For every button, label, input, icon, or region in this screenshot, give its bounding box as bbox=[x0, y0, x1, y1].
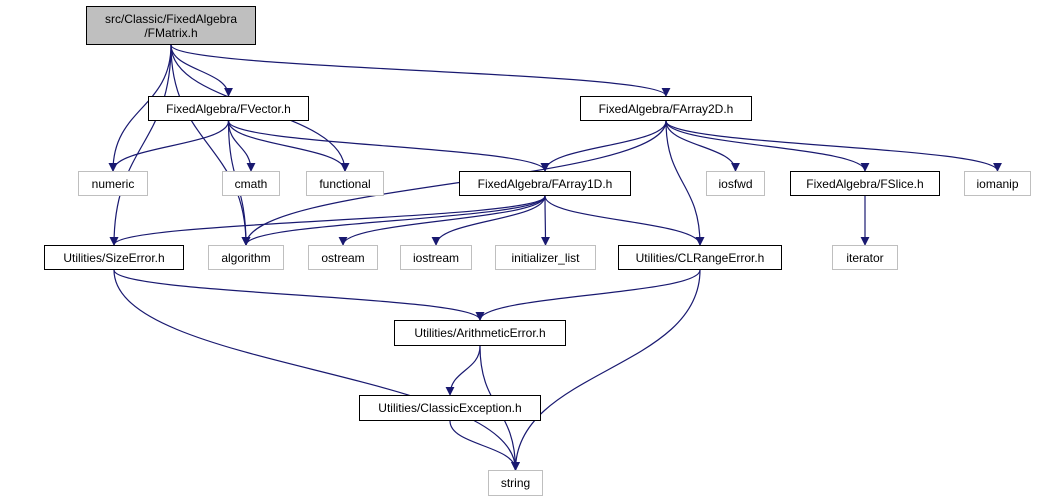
node-sizeerror-h[interactable]: Utilities/SizeError.h bbox=[44, 245, 184, 270]
edge-farray1d-to-iostream bbox=[431, 195, 546, 246]
edge-arithmeticerror-to-classicexception bbox=[445, 345, 481, 396]
node-fvector-h-label: FixedAlgebra/FVector.h bbox=[166, 101, 291, 116]
edge-farray1d-to-clrangeerror bbox=[544, 195, 705, 246]
node-fmatrix-h-label-line1: src/Classic/FixedAlgebra bbox=[104, 11, 238, 26]
node-fslice-h[interactable]: FixedAlgebra/FSlice.h bbox=[790, 171, 940, 196]
node-algorithm: algorithm bbox=[208, 245, 284, 270]
edge-fvector-to-farray1d bbox=[227, 120, 550, 172]
edge-farray1d-to-sizeerror bbox=[109, 195, 546, 246]
node-farray1d-h-label: FixedAlgebra/FArray1D.h bbox=[477, 176, 613, 191]
edge-sizeerror-to-string bbox=[113, 269, 520, 471]
node-arithmeticerror-h[interactable]: Utilities/ArithmeticError.h bbox=[394, 320, 566, 346]
node-ostream-label: ostream bbox=[321, 250, 365, 265]
edge-farray2d-to-clrangeerror bbox=[665, 120, 705, 246]
node-farray2d-h-label: FixedAlgebra/FArray2D.h bbox=[598, 101, 734, 116]
edge-farray1d-to-ostream bbox=[338, 195, 546, 246]
node-functional: functional bbox=[306, 171, 384, 196]
edge-farray2d-to-algorithm bbox=[241, 120, 667, 246]
edge-farray2d-to-iomanip bbox=[665, 120, 1002, 172]
edge-classicexception-to-string bbox=[449, 420, 520, 471]
node-functional-label: functional bbox=[319, 176, 371, 191]
node-clrangeerror-h[interactable]: Utilities/CLRangeError.h bbox=[618, 245, 782, 270]
node-fvector-h[interactable]: FixedAlgebra/FVector.h bbox=[148, 96, 309, 121]
edge-fvector-to-numeric bbox=[108, 120, 230, 172]
edge-clrangeerror-to-arithmeticerror bbox=[475, 269, 701, 321]
edge-fmatrix-to-farray2d bbox=[170, 44, 671, 97]
edge-farray2d-to-farray1d bbox=[540, 120, 667, 172]
node-fmatrix-h-label-line2: /FMatrix.h bbox=[144, 25, 198, 40]
node-iostream-label: iostream bbox=[412, 250, 459, 265]
node-sizeerror-h-label: Utilities/SizeError.h bbox=[63, 250, 165, 265]
node-iosfwd-label: iosfwd bbox=[718, 176, 753, 191]
edge-farray2d-to-fslice bbox=[665, 120, 870, 172]
edge-farray1d-to-algorithm bbox=[241, 195, 546, 246]
node-farray1d-h[interactable]: FixedAlgebra/FArray1D.h bbox=[459, 171, 631, 196]
node-initializer-list: initializer_list bbox=[495, 245, 596, 270]
node-fmatrix-h: src/Classic/FixedAlgebra /FMatrix.h bbox=[86, 6, 256, 45]
node-initializer-list-label: initializer_list bbox=[511, 250, 580, 265]
node-cmath-label: cmath bbox=[234, 176, 268, 191]
node-farray2d-h[interactable]: FixedAlgebra/FArray2D.h bbox=[580, 96, 752, 121]
edge-sizeerror-to-arithmeticerror bbox=[113, 269, 485, 321]
node-fslice-h-label: FixedAlgebra/FSlice.h bbox=[806, 176, 924, 191]
node-iosfwd: iosfwd bbox=[706, 171, 765, 196]
edge-clrangeerror-to-string bbox=[511, 269, 701, 471]
node-string-label: string bbox=[500, 476, 531, 490]
edge-farray2d-to-iosfwd bbox=[665, 120, 740, 172]
node-iomanip: iomanip bbox=[964, 171, 1031, 196]
node-iterator: iterator bbox=[832, 245, 898, 270]
edge-fmatrix-to-numeric bbox=[108, 44, 172, 172]
node-iostream: iostream bbox=[400, 245, 472, 270]
node-iterator-label: iterator bbox=[846, 250, 884, 265]
node-numeric: numeric bbox=[78, 171, 148, 196]
node-string: string bbox=[488, 470, 543, 496]
node-clrangeerror-h-label: Utilities/CLRangeError.h bbox=[635, 250, 765, 265]
edge-fmatrix-to-algorithm bbox=[170, 44, 251, 246]
edge-farray1d-to-initializer_list bbox=[540, 195, 550, 246]
node-algorithm-label: algorithm bbox=[221, 250, 271, 265]
edge-fmatrix-to-sizeerror bbox=[109, 44, 172, 246]
node-classicexception-h-label: Utilities/ClassicException.h bbox=[378, 401, 522, 415]
edge-fvector-to-functional bbox=[227, 120, 350, 172]
node-ostream: ostream bbox=[308, 245, 378, 270]
edge-fmatrix-to-fvector bbox=[170, 44, 233, 97]
node-cmath: cmath bbox=[222, 171, 280, 196]
node-arithmeticerror-h-label: Utilities/ArithmeticError.h bbox=[414, 326, 546, 340]
node-iomanip-label: iomanip bbox=[976, 176, 1019, 191]
node-classicexception-h[interactable]: Utilities/ClassicException.h bbox=[359, 395, 541, 421]
node-numeric-label: numeric bbox=[91, 176, 135, 191]
